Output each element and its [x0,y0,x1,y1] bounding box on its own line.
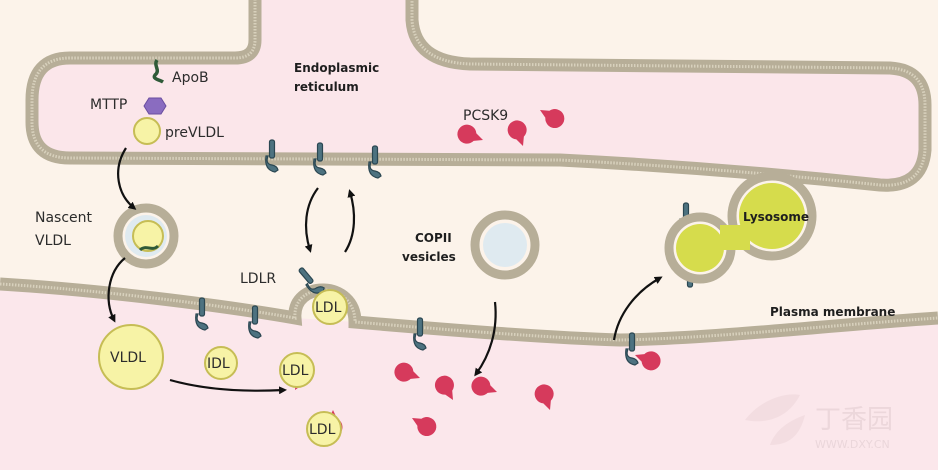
apob-icon [152,59,164,84]
nascent-vldl-vesicle [113,203,179,269]
ldlr-receptor-icon [248,305,262,339]
pcsk9-icon [412,417,437,436]
watermark-site: WWW.DXY.CN [815,438,890,451]
ldl-pit-label: LDL [315,300,342,316]
plasma-membrane-label: Plasma membrane [770,305,895,319]
arrow-prevldl-to-nascent [117,147,137,210]
apob-label: ApoB [172,70,209,86]
mttp-hexagon-icon [143,97,167,115]
nascent-label-line1: Nascent [35,210,93,226]
pcsk9-icon [471,376,497,396]
arrow-to-lysosome [612,276,663,341]
watermark-logo: 丁香园 WWW.DXY.CN [745,394,893,451]
plasma-membrane [0,277,938,347]
ldlr-receptor-icon [413,317,427,351]
ldlr-receptor-icon [298,267,325,294]
ldlr-receptor-icon [625,332,639,366]
prevldl-particle [133,117,161,145]
pcsk9-icon [507,120,527,146]
nascent-label-line2: VLDL [35,233,71,249]
ldl-particle-pit [312,289,348,325]
lysosome [664,171,817,284]
ldl-2-label: LDL [309,422,336,438]
pcsk9-icon [540,109,565,128]
pathway-arrows [107,147,663,395]
idl-label: IDL [207,356,230,372]
ldl-particle-2 [306,411,342,447]
pcsk9-icon [394,362,420,382]
vldl-particle [98,324,164,390]
pcsk9-icon [435,375,454,400]
ldl-1-label: LDL [282,363,309,379]
ldlr-receptor-icon [368,145,382,179]
arrow-vldl-to-ldl [169,378,287,395]
ldlr-receptor-icon [195,297,209,331]
arrow-copii-to-secretion [474,301,497,377]
lysosome-label: Lysosome [743,210,809,224]
copii-label-line2: vesicles [402,250,456,264]
ldl-particle-1 [279,352,315,388]
extracellular-space [0,284,938,470]
endoplasmic-reticulum [25,0,932,192]
arrow-recycle-up [344,189,356,253]
copii-label-line1: COPII [415,231,452,245]
mttp-label: MTTP [90,97,127,113]
arrow-recycle-down [304,187,319,253]
prevldl-label: preVLDL [165,125,224,141]
pcsk9-icon [457,124,483,144]
idl-particle [204,346,238,380]
er-label-line2: reticulum [294,80,359,94]
copii-vesicle [470,210,540,280]
ldlr-label: LDLR [240,271,276,287]
pcsk9-icon [534,384,554,410]
ldlr-receptor-icon [313,142,327,176]
pcsk9-label: PCSK9 [463,108,508,124]
pcsk9-icon [635,351,661,371]
er-label-line1: Endoplasmic [294,61,379,75]
vldl-label: VLDL [110,350,146,366]
ldlr-receptor-icon [265,139,279,173]
watermark-brand: 丁香园 [815,405,893,435]
arrow-nascent-to-vldl [107,257,126,323]
